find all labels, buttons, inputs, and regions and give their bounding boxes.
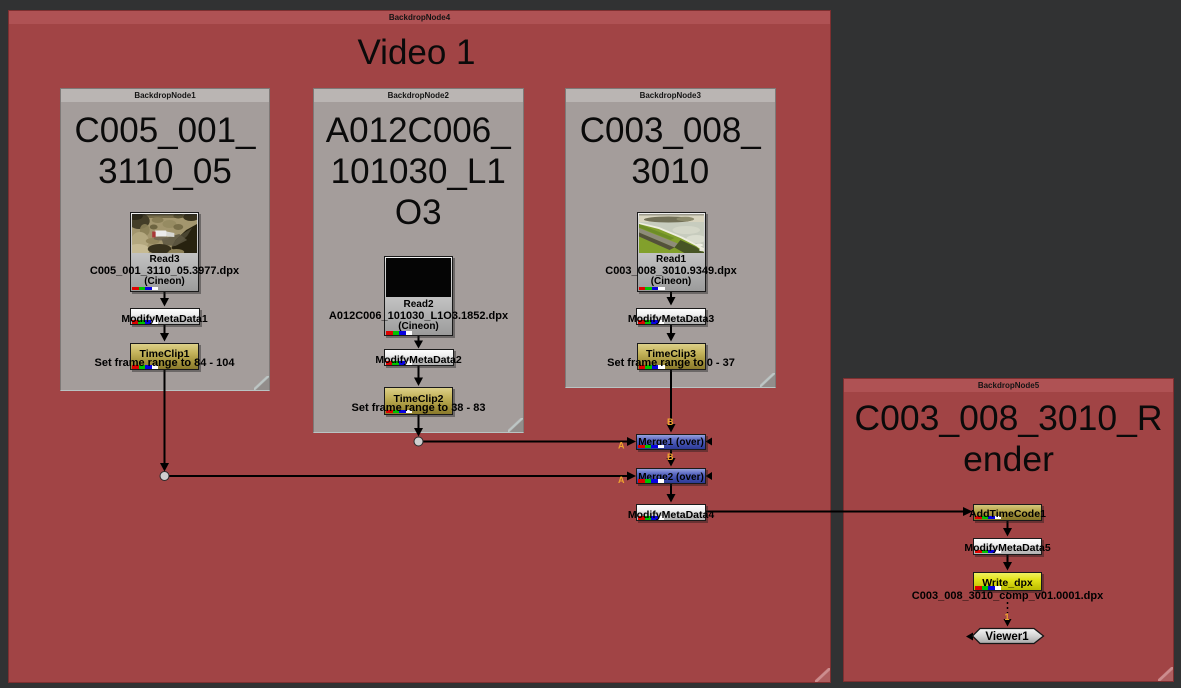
svg-text:B: B xyxy=(667,417,674,427)
svg-text:B: B xyxy=(667,452,674,462)
svg-text:1: 1 xyxy=(1005,612,1010,622)
svg-text:A: A xyxy=(618,441,625,451)
svg-text:A: A xyxy=(618,475,625,485)
svg-text:Viewer1: Viewer1 xyxy=(985,631,1029,643)
